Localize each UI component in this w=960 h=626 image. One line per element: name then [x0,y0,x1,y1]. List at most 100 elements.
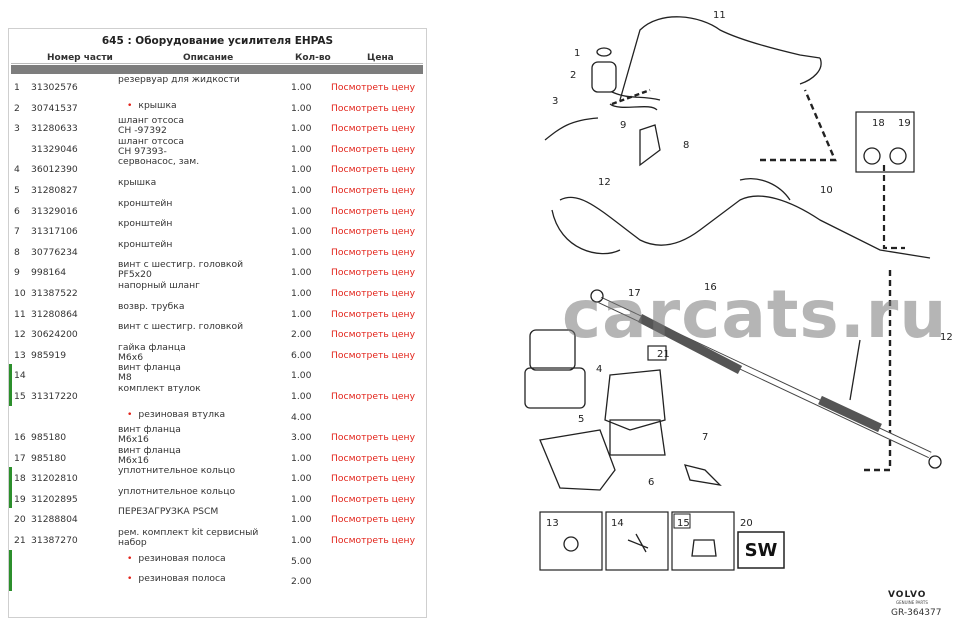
callout-label: 3 [552,96,558,107]
row-index: 14 [14,370,26,382]
box-label: 15 [677,518,690,529]
part-description: •крышка [127,99,287,111]
logo-sub: GENUINE PARTS [896,600,928,605]
view-price-link[interactable]: Посмотреть цену [331,473,416,485]
panel-title: 645 : Оборудование усилителя EHPAS [101,35,334,47]
part-number: 31302576 [31,82,78,93]
view-price-link[interactable]: Посмотреть цену [331,102,416,114]
part-number: 30776234 [31,246,78,258]
callout-label: 1 [574,48,580,59]
view-price-link[interactable]: Посмотреть цену [331,226,416,238]
view-price-link[interactable]: Посмотреть цену [331,493,416,505]
callout-label: 6 [648,477,654,488]
view-price-link[interactable]: Посмотреть цену [331,246,416,258]
view-price-link[interactable]: Посмотреть цену [331,267,416,279]
callout-label: 8 [683,140,689,151]
table-row: 21 31387270 рем. комплект kit сервисный на… [11,527,423,550]
bullet-icon: • [127,552,133,564]
quantity: 1.00 [291,226,312,238]
view-price-link[interactable]: Посмотреть цену [331,452,416,464]
bullet-icon: • [127,573,133,585]
bullet-icon: • [127,99,133,111]
reservoir-shape [591,61,617,93]
part-number: 31329016 [31,205,78,217]
row-index: 10 [14,287,26,299]
quantity: 1.00 [291,370,312,382]
part-number: 31280633 [31,123,78,135]
view-price-link[interactable]: Посмотреть цену [331,390,416,402]
row-index: 19 [14,493,26,505]
callout-label: 4 [596,364,602,375]
box20-text: SW [745,540,778,561]
view-price-link[interactable]: Посмотреть цену [331,82,416,93]
view-price-link[interactable]: Посмотреть цену [331,205,416,217]
part-number: 31329046 [31,143,78,155]
col-price: Цена [367,53,394,63]
quantity: 2.00 [291,329,312,341]
view-price-link[interactable]: Посмотреть цену [331,184,416,196]
quantity: 1.00 [291,514,312,526]
quantity: 1.00 [291,267,312,279]
quantity: 1.00 [291,473,312,485]
part-number: 985180 [31,452,67,464]
part-number: 30624200 [31,329,78,341]
part-description: комплект втулок [118,382,201,394]
callout-label: 21 [657,349,670,360]
part-number: 31317220 [31,390,78,402]
part-number: 31202895 [31,493,78,505]
part-description: уплотнительное кольцо [118,485,236,497]
desc-text: резиновая полоса [138,573,226,585]
row-index: 16 [14,432,26,444]
view-price-link[interactable]: Посмотреть цену [331,308,416,320]
row-index: 15 [14,390,26,402]
part-number: 31387270 [31,535,78,547]
view-price-link[interactable]: Посмотреть цену [331,349,416,361]
part-description: рем. комплект kit сервисный набор [118,527,259,549]
quantity: 1.00 [291,308,312,320]
view-price-link[interactable]: Посмотреть цену [331,123,416,135]
view-price-link[interactable]: Посмотреть цену [331,164,416,176]
callout-label: 17 [628,288,641,299]
row-index: 21 [14,535,26,547]
view-price-link[interactable]: Посмотреть цену [331,329,416,341]
part-description: кронштейн [118,238,173,250]
view-price-link[interactable]: Посмотреть цену [331,143,416,155]
desc-text: резиновая втулка [138,408,226,420]
view-price-link[interactable]: Посмотреть цену [331,535,416,547]
col-qty: Кол-во [295,53,331,63]
part-number: 36012390 [31,164,78,176]
part-description: уплотнительное кольцо [118,465,236,477]
view-price-link[interactable]: Посмотреть цену [331,287,416,299]
quantity: 1.00 [291,493,312,505]
quantity: 5.00 [291,555,312,567]
box-label: 14 [611,518,624,529]
quantity: 2.00 [291,576,312,588]
row-marker [9,364,12,385]
view-price-link[interactable]: Посмотреть цену [331,432,416,444]
col-desc: Описание [183,53,234,63]
part-description: возвр. трубка [118,300,185,312]
box-label: 20 [740,518,753,529]
row-index: 7 [14,226,20,238]
view-price-link[interactable]: Посмотреть цену [331,514,416,526]
row-index: 5 [14,184,20,196]
quantity: 4.00 [291,411,312,423]
